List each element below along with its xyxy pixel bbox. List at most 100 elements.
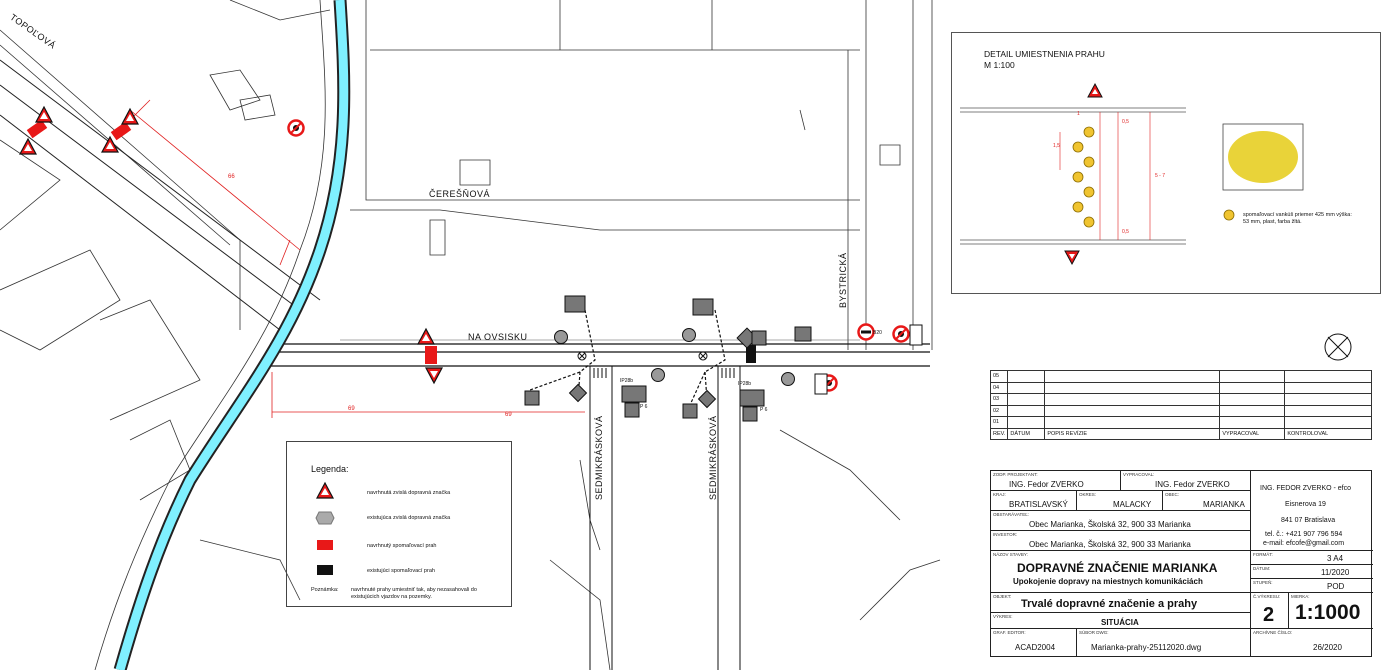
tb-investor-value: Obec Marianka, Školská 32, 900 33 Marian… [1029,540,1191,549]
tb-editor: GRAF. EDITOR: ACAD2004 [991,629,1077,656]
north-arrow-icon [1324,333,1352,361]
tb-stavba-label: NÁZOV STAVBY: [993,552,1028,557]
tb-firm-name: ING. FEDOR ZVERKO - efco [1260,485,1352,492]
tb-objekt-label: OBJEKT: [993,594,1012,599]
proposed-warning-signs [19,105,443,385]
tb-stupen-label: STUPEŇ: [1253,580,1273,585]
detail-dim-a: 1 [1077,111,1080,117]
legend-item-existing-sign: existujúca zvislá dopravná značka [367,515,451,521]
tb-vypr-label: VYPRACOVAL: [1123,472,1155,477]
tb-zodp: ZODP. PROJEKTANT: ING. Fedor ZVERKO [991,471,1121,491]
dimension-label-2: 69 [348,406,355,412]
revision-number: 05 [989,370,1009,383]
tb-archiv: ARCHÍVNE ČÍSLO: 26/2020 [1251,629,1373,656]
revision-header: REV. [989,427,1009,440]
tb-firm: ING. FEDOR ZVERKO - efco Eisnerova 19 84… [1251,471,1373,551]
proposed-humps [26,119,437,364]
tb-format-label: FORMÁT: [1253,552,1273,557]
tb-datum-label: DÁTUM: [1253,566,1271,571]
tb-subor-value: Marianka-prahy-25112020.dwg [1091,643,1202,652]
sign-label-p6-2: P 6 [760,407,768,413]
tb-okres-label: OKRES: [1079,492,1097,497]
tb-cislo-value: 2 [1263,604,1275,626]
tb-kraj-value: BRATISLAVSKÝ [1009,500,1068,509]
street-label-ceresnova: ČEREŠŇOVÁ [429,189,491,199]
tb-stavba: NÁZOV STAVBY: DOPRAVNÉ ZNAČENIE MARIANKA… [991,551,1251,593]
revision-header-row: REV. DÁTUM POPIS REVÍZIE VYPRACOVAL KONT… [989,427,1372,440]
crosswalks [593,368,735,378]
street-label-bystricka: BYSTRICKÁ [838,252,848,308]
tb-firm-tel: tel. č.: +421 907 796 594 [1265,531,1343,538]
legend-title: Legenda: [311,464,349,474]
topolova-road [0,59,321,331]
dimension-lines [119,99,585,418]
title-block: ZODP. PROJEKTANT: ING. Fedor ZVERKO VYPR… [990,470,1373,657]
tb-archiv-value: 26/2020 [1313,643,1342,652]
tb-investor: INVESTOR: Obec Marianka, Školská 32, 900… [991,531,1251,551]
revision-header: POPIS REVÍZIE [1044,427,1221,440]
street-label-na-ovsisku: NA OVSISKU [468,332,528,342]
stream [94,0,351,670]
tb-vykres: VÝKRES: SITUÁCIA [991,613,1251,629]
detail-title-line2: M 1:100 [984,60,1015,70]
tb-archiv-label: ARCHÍVNE ČÍSLO: [1253,630,1293,635]
tb-mierka-label: MIERKA: [1291,594,1310,599]
tb-datum: DÁTUM: 11/2020 [1251,565,1373,579]
tb-kraj-label: KRAJ: [993,492,1006,497]
revision-row: 04 [989,381,1372,394]
existing-hump [746,345,756,363]
revision-row: 05 [989,370,1372,383]
na-ovsisku-road [270,339,930,670]
tb-zodp-label: ZODP. PROJEKTANT: [993,472,1038,477]
tb-datum-value: 11/2020 [1321,568,1350,577]
tb-mierka: MIERKA: 1:1000 [1289,593,1373,629]
detail-dim-e: 0,5 [1122,229,1129,235]
detail-dim-d: 0,5 [1122,119,1129,125]
tb-objekt-value: Trvalé dopravné značenie a prahy [1021,598,1198,610]
revision-number: 04 [989,381,1009,394]
sign-label-p6-1: P 6 [640,404,648,410]
tb-investor-label: INVESTOR: [993,532,1018,537]
prohibition-signs [287,119,910,392]
tb-vypr-value: ING. Fedor ZVERKO [1155,480,1230,489]
legend-note-text: navrhnuté prahy umiestniť tak, aby nezas… [351,587,477,600]
tb-kraj: KRAJ: BRATISLAVSKÝ [991,491,1077,511]
detail-panel: DETAIL UMIESTNENIA PRAHU M 1:100 1 1,5 5… [951,32,1381,294]
revision-header: KONTROLOVAL [1284,427,1372,440]
sign-label-ip28-1: IP28b [620,378,634,384]
tb-stavebnik-value: Obec Marianka, Školská 32, 900 33 Marian… [1029,520,1191,529]
tb-obec: OBEC: MARIANKA [1163,491,1251,511]
revision-header: VYPRACOVAL [1219,427,1286,440]
legend-box: Legenda: navrhnutá zvislá dopravná značk… [286,441,512,607]
detail-dim-b: 1,5 [1053,143,1060,149]
crosswalk-markers [577,351,708,361]
dimension-label-3: 69 [505,412,512,418]
tb-editor-value: ACAD2004 [1015,643,1056,652]
detail-title: DETAIL UMIESTNENIA PRAHU M 1:100 [984,49,1105,71]
tb-vypr: VYPRACOVAL: ING. Fedor ZVERKO [1121,471,1251,491]
street-label-sedmikraskova-2: SEDMIKRÁSKOVÁ [708,415,718,500]
revision-row: 02 [989,404,1372,417]
tb-stavba-title: DOPRAVNÉ ZNAČENIE MARIANKA [1017,561,1218,575]
tb-vykres-label: VÝKRES: [993,614,1013,619]
legend-note: Poznámka: navrhnuté prahy umiestniť tak,… [311,587,477,600]
tb-obec-value: MARIANKA [1203,500,1245,509]
legend-item-existing-hump: existujúci spomaľovací prah [367,568,435,574]
sign-label-ip28-2: IP28b [738,381,752,387]
tb-firm-email: e-mail: efcofe@gmail.com [1263,540,1345,547]
tb-okres-value: MALACKY [1113,500,1152,509]
legend-item-proposed-hump: navrhnutý spomaľovací prah [367,543,437,549]
tb-editor-label: GRAF. EDITOR: [993,630,1026,635]
tb-mierka-value: 1:1000 [1295,601,1361,624]
revision-number: 01 [989,416,1009,429]
existing-signs [524,295,923,422]
tb-stupen: STUPEŇ: POD [1251,579,1373,593]
tb-zodp-value: ING. Fedor ZVERKO [1009,480,1084,489]
tb-cislo-label: Č.VÝKRESU: [1253,594,1281,599]
tb-vykres-value: SITUÁCIA [1101,618,1139,627]
tb-stavebnik-label: OBSTARÁVATEĽ: [993,512,1030,517]
revision-header: DÁTUM [1007,427,1046,440]
tb-firm-street: Eisnerova 19 [1285,501,1326,508]
detail-note: spomaľovací vankúš priemer 425 mm výška:… [1243,212,1352,225]
